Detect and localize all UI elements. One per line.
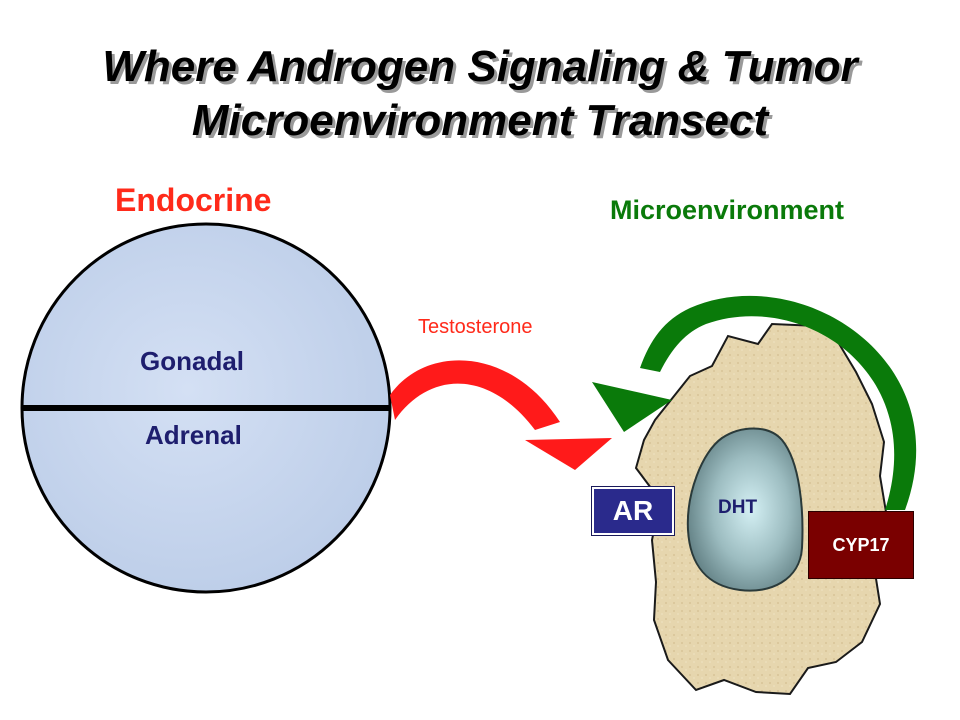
feedback-arrow [592, 295, 917, 510]
slide-title: Where Androgen Signaling & Tumor Microen… [0, 40, 960, 148]
ar-label: AR [612, 495, 654, 526]
ar-box: AR [591, 486, 675, 536]
gonadal-label: Gonadal [140, 346, 245, 376]
title-line-1: Where Androgen Signaling & Tumor [102, 42, 858, 91]
dht-label: DHT [718, 497, 758, 518]
endocrine-gland [20, 222, 392, 594]
microenvironment-heading: Microenvironment [610, 195, 845, 225]
title-line-2: Microenvironment Transect [191, 96, 769, 145]
adrenal-label: Adrenal [145, 420, 242, 450]
cyp17-label: CYP17 [832, 534, 890, 555]
endocrine-heading: Endocrine [115, 182, 272, 218]
testosterone-label: Testosterone [418, 316, 533, 338]
nucleus [686, 427, 804, 592]
cyp17-box: CYP17 [808, 511, 914, 579]
testosterone-arrow [390, 360, 612, 470]
